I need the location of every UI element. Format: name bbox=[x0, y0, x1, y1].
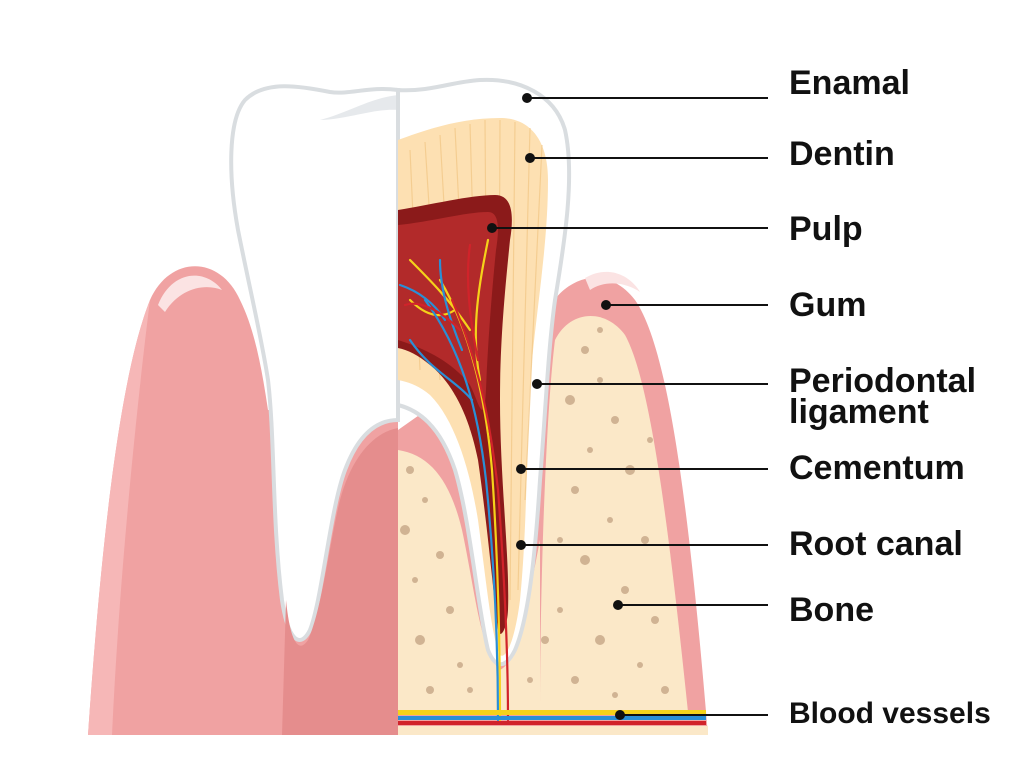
label-dentin: Dentin bbox=[789, 135, 895, 173]
gum-right-highlight bbox=[585, 271, 640, 292]
leader-lines bbox=[492, 97, 768, 716]
label-pulp: Pulp bbox=[789, 210, 863, 248]
label-gum: Gum bbox=[789, 286, 867, 324]
label-enamel: Enamal bbox=[789, 64, 910, 102]
section-half bbox=[396, 77, 708, 735]
label-periodontal-line1: Periodontal bbox=[789, 362, 977, 400]
vessel-band-yellow bbox=[398, 710, 706, 715]
label-cementum: Cementum bbox=[789, 449, 965, 487]
external-half bbox=[88, 84, 400, 735]
label-blood-vessels: Blood vessels bbox=[789, 697, 991, 730]
gum-inner-left bbox=[282, 428, 398, 735]
tooth-crown-left bbox=[229, 84, 400, 642]
label-root-canal: Root canal bbox=[789, 525, 963, 563]
base-strip bbox=[398, 726, 708, 735]
label-periodontal-line2: ligament bbox=[789, 393, 929, 431]
vessel-band-blue bbox=[398, 716, 706, 720]
label-periodontal-ligament: Periodontal ligament bbox=[789, 362, 977, 431]
tooth-crown-shadow bbox=[320, 95, 398, 120]
vessel-band-red bbox=[398, 721, 706, 725]
bone-right bbox=[540, 316, 688, 712]
nerves-vessels bbox=[398, 238, 510, 722]
gum-outer-left-edge bbox=[88, 300, 150, 735]
leader-dots bbox=[487, 93, 625, 720]
label-bone: Bone bbox=[789, 591, 874, 629]
gum-left-highlight bbox=[158, 275, 222, 312]
bone-left bbox=[398, 450, 540, 712]
bone-pores bbox=[400, 327, 669, 698]
